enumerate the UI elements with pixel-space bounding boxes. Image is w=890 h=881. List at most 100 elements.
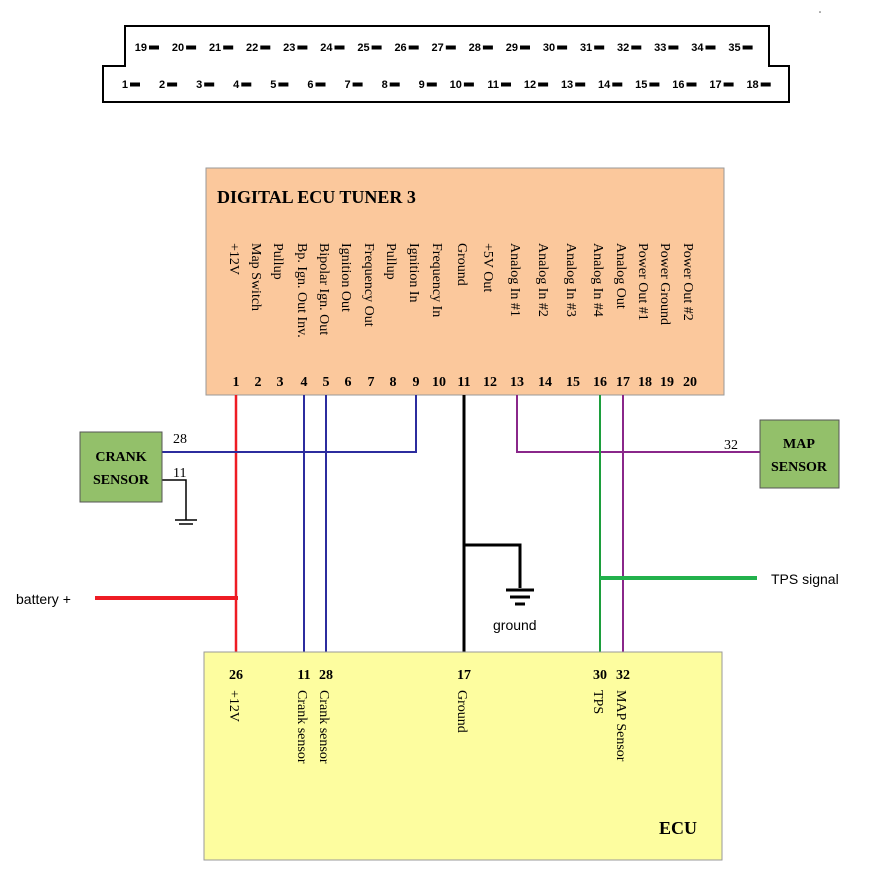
- ecu-pin-label: Crank sensor: [316, 690, 331, 764]
- tuner-pin-number: 10: [432, 375, 446, 390]
- tuner-title: DIGITAL ECU TUNER 3: [217, 187, 416, 207]
- ecu-pin-label: TPS: [590, 690, 605, 714]
- connector-bottom-pin-number: 1: [122, 79, 128, 91]
- connector-top-pin-contact: [631, 45, 642, 50]
- connector-top-pin-number: 31: [580, 42, 592, 54]
- connector-top-pin-contact: [705, 45, 716, 50]
- connector-top-pin-contact: [371, 45, 382, 50]
- crank-ground-symbol-icon: [175, 519, 197, 525]
- speck: [819, 11, 821, 13]
- connector-top-pin-number: 24: [320, 42, 333, 54]
- connector-top-pin-contact: [223, 45, 234, 50]
- connector-top-pin-number: 19: [135, 42, 147, 54]
- tuner-pin-label: Frequency Out: [361, 243, 376, 327]
- connector-top-pin-number: 25: [357, 42, 369, 54]
- tuner-pin-label: Analog In #1: [507, 243, 522, 317]
- map-sensor-line1: MAP: [783, 437, 815, 452]
- ecu-pin-label: Ground: [454, 690, 469, 733]
- tuner-pin-label: Ignition Out: [338, 243, 353, 312]
- crank-ground-wire: [162, 479, 187, 520]
- connector-top-pin-contact: [297, 45, 308, 50]
- connector-top-pin-number: 22: [246, 42, 258, 54]
- connector-top-pin-number: 21: [209, 42, 221, 54]
- connector-bottom-pin-contact: [167, 82, 178, 87]
- ground-label: ground: [493, 617, 537, 633]
- connector-top-pin-contact: [482, 45, 493, 50]
- tuner-pin-number: 19: [660, 375, 674, 390]
- tuner-pin-number: 12: [483, 375, 497, 390]
- connector-bottom-pin-number: 15: [635, 79, 647, 91]
- connector-top-pin-contact: [668, 45, 679, 50]
- connector-bottom-pin-number: 2: [159, 79, 165, 91]
- connector-bottom-pin-number: 11: [487, 79, 499, 91]
- tuner-pin-number: 7: [368, 375, 375, 390]
- connector-bottom-pin-contact: [649, 82, 660, 87]
- ecu-pin-number: 26: [229, 668, 243, 683]
- tps-signal-label: TPS signal: [771, 571, 839, 587]
- connector-top-pin-contact: [520, 45, 530, 50]
- ecu-pin-number: 11: [297, 668, 310, 683]
- tuner-pin-label: Pullup: [383, 243, 398, 280]
- tuner-pin-number: 18: [638, 375, 652, 390]
- connector-bottom-pin-number: 9: [419, 79, 425, 91]
- tuner-pin-label: +12V: [226, 243, 241, 275]
- tuner-box-body: [205, 167, 725, 396]
- map-wire-32-label: 32: [724, 438, 738, 453]
- ecu-pin-label: +12V: [226, 690, 241, 722]
- connector-bottom-pin-contact: [352, 82, 363, 87]
- connector-top-pin-number: 30: [543, 42, 555, 54]
- connector-top-pin-number: 26: [394, 42, 406, 54]
- connector-bottom-pin-number: 16: [672, 79, 684, 91]
- crank-sensor-28-wire: [162, 395, 417, 453]
- tuner-pin-number: 14: [538, 375, 552, 390]
- tuner-pin-label: Power Ground: [657, 243, 672, 325]
- connector-bottom-pin-contact: [538, 82, 549, 87]
- connector-bottom-pin-contact: [241, 82, 252, 87]
- tuner-pin-label: Bp. Ign. Out Inv.: [294, 243, 309, 338]
- crank-sensor-body: [79, 431, 163, 503]
- tuner-pin-number: 15: [566, 375, 580, 390]
- connector-top-pin-number: 32: [617, 42, 629, 54]
- ecu-pin-number: 17: [457, 668, 471, 683]
- tuner-pin-number: 20: [683, 375, 697, 390]
- tuner-pin-label: Bipolar Ign. Out: [316, 243, 331, 335]
- crank-sensor-line2: SENSOR: [93, 473, 150, 488]
- connector-bottom-pin-contact: [612, 82, 623, 87]
- connector-top-pin-contact: [557, 45, 568, 50]
- connector-bottom-pin-contact: [463, 82, 474, 87]
- tuner-pin-number: 6: [345, 375, 352, 390]
- map-sensor-body: [759, 419, 840, 489]
- connector-top-pin-contact: [594, 45, 605, 50]
- tuner-pin-number: 5: [323, 375, 330, 390]
- connector-bottom-pin-contact: [723, 82, 734, 87]
- connector-bottom-pin-number: 17: [709, 79, 721, 91]
- connector-bottom-pin-number: 4: [233, 79, 240, 91]
- ground-branch-wire: [464, 543, 522, 588]
- connector-top-pin-number: 27: [432, 42, 444, 54]
- tuner-pin-label: Analog In #4: [590, 243, 605, 317]
- tuner-pin-label: Ignition In: [406, 243, 421, 303]
- ecu-pin-label: Crank sensor: [294, 690, 309, 764]
- ecu-box-body: [203, 651, 723, 861]
- connector-bottom-pin-contact: [389, 82, 400, 87]
- tuner-pin-label: Power Out #2: [680, 243, 695, 321]
- ecu-pin-label: MAP Sensor: [613, 690, 628, 762]
- connector-bottom-pin-number: 8: [382, 79, 388, 91]
- tuner-pin-number: 11: [457, 375, 470, 390]
- connector-bottom-pin-contact: [501, 82, 511, 87]
- map-sensor: MAP SENSOR 32: [724, 419, 840, 489]
- tuner-pin-label: Pullup: [270, 243, 285, 280]
- tuner-pin-label: Power Out #1: [635, 243, 650, 321]
- tuner-pin-number: 4: [301, 375, 308, 390]
- tuner-pin-number: 8: [390, 375, 397, 390]
- tuner-pin-number: 13: [510, 375, 524, 390]
- connector-top-pin-number: 20: [172, 42, 184, 54]
